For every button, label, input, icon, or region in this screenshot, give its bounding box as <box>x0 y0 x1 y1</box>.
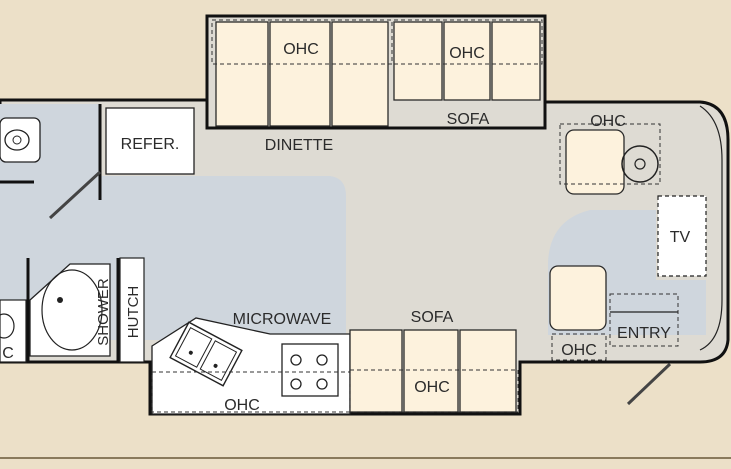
dashboard <box>699 105 723 351</box>
shower-label: SHOWER <box>95 278 112 346</box>
bath-door <box>48 170 102 220</box>
ohc-cab-label: OHC <box>590 113 626 130</box>
microwave-label: MICROWAVE <box>233 311 332 328</box>
passenger-seat <box>549 265 607 331</box>
entry-door <box>626 362 672 406</box>
ohc-sofa-bottom-label: OHC <box>414 379 450 396</box>
ohc-galley-label: OHC <box>224 397 260 414</box>
hutch-label: HUTCH <box>125 286 142 339</box>
sofa-top-label: SOFA <box>447 111 490 128</box>
ohc-sofa-top-label: OHC <box>449 45 485 62</box>
entry-label: ENTRY <box>617 325 671 342</box>
dinette-label: DINETTE <box>265 137 333 154</box>
entry-steps <box>609 293 679 347</box>
tv-cabinet <box>657 195 707 277</box>
ohc-entry-box <box>551 333 607 361</box>
ohc-entry-label: OHC <box>561 342 597 359</box>
tv-label: TV <box>670 229 691 246</box>
dinette <box>211 19 393 127</box>
shower <box>29 263 111 357</box>
refrigerator <box>105 107 195 175</box>
ohc-dinette-label: OHC <box>283 41 319 58</box>
stove-icon <box>281 343 339 397</box>
refer-label: REFER. <box>121 136 180 153</box>
hutch <box>119 257 145 363</box>
toilet-icon <box>0 117 41 163</box>
driver-seat <box>559 123 661 195</box>
sofa-bottom-label: SOFA <box>411 309 454 326</box>
sofa-bottom <box>349 329 519 413</box>
bath-sink <box>0 299 27 363</box>
sofa-top <box>393 19 543 101</box>
ohc-bath-edge-label: C <box>2 345 14 362</box>
